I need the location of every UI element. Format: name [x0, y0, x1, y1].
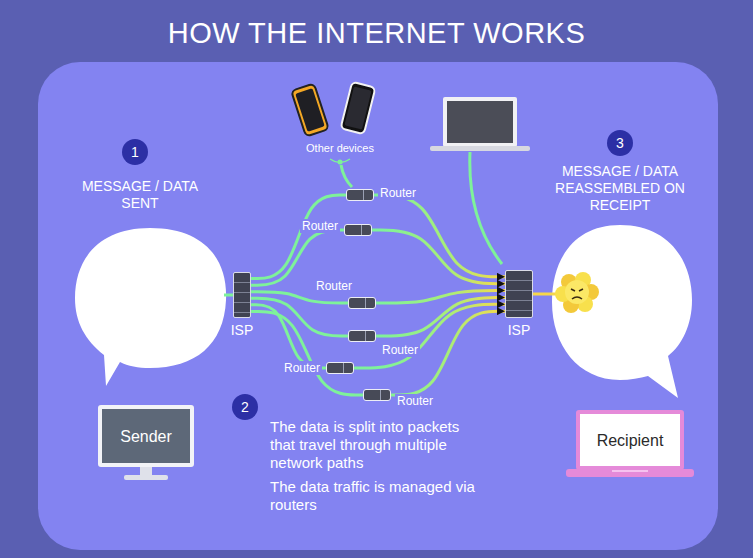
callout-number: 1	[131, 144, 139, 160]
callout-number: 2	[232, 394, 258, 420]
laptop-base	[566, 469, 694, 477]
device-line	[341, 165, 352, 187]
data-blob	[555, 272, 599, 313]
inner-panel	[38, 62, 718, 550]
isp-label: ISP	[231, 322, 254, 338]
isp-label: ISP	[508, 322, 531, 338]
router-icon: Router	[346, 189, 374, 201]
network-path	[374, 195, 505, 277]
router-label: Router	[282, 361, 322, 375]
network-path	[251, 311, 363, 395]
label-box: MESSAGE / DATA REASSEMBLED ON RECEIPT	[552, 163, 688, 214]
callout-number: 1	[122, 139, 148, 165]
network-path	[251, 195, 346, 279]
callout-number: 2	[241, 399, 249, 415]
network-path	[251, 305, 326, 368]
router-label: Router	[314, 279, 354, 293]
router-icon: Router	[326, 362, 354, 374]
router-icon: Router	[348, 297, 376, 309]
isp-server: ISP	[233, 272, 251, 318]
device-label: Other devices	[290, 142, 390, 155]
sender-monitor: Sender	[98, 405, 194, 467]
router-icon: Router	[344, 224, 372, 236]
diagram-title: HOW THE INTERNET WORKS	[0, 16, 753, 50]
label-box: MESSAGE / DATA SENT	[72, 178, 208, 212]
router-icon: Router	[348, 330, 376, 342]
phone-icon	[341, 82, 376, 134]
callout-number: 3	[607, 130, 633, 156]
device-arc	[330, 159, 350, 163]
label-box: Other devices	[290, 142, 390, 155]
router-label: Router	[395, 394, 435, 408]
device-line	[470, 152, 502, 264]
router-label: Router	[300, 219, 340, 233]
device-label: Sender	[120, 427, 172, 446]
network-path	[251, 230, 344, 285]
step-heading: MESSAGE / DATA REASSEMBLED ON RECEIPT	[552, 163, 688, 214]
monitor-stand	[124, 475, 168, 480]
step-heading: MESSAGE / DATA SENT	[72, 178, 208, 212]
laptop-icon	[430, 97, 530, 151]
network-path	[372, 230, 505, 284]
link-line	[532, 293, 558, 296]
speech-bubble	[552, 225, 692, 398]
isp-server: ISP	[505, 270, 533, 318]
monitor-stand	[140, 466, 152, 476]
step-note: The data traffic is managed via routers	[270, 478, 475, 514]
speech-bubble	[75, 228, 226, 386]
label-box: The data traffic is managed via routers	[270, 478, 475, 514]
step-note: The data is split into packets that trav…	[270, 418, 475, 472]
title-bar: HOW THE INTERNET WORKS	[0, 16, 753, 50]
phone-icon	[291, 83, 329, 136]
router-label: Router	[378, 186, 418, 200]
network-path	[251, 298, 348, 336]
router-label: Router	[380, 343, 420, 357]
label-box: The data is split into packets that trav…	[270, 418, 475, 472]
recipient-laptop: Recipient	[576, 410, 684, 470]
device-label: Recipient	[597, 431, 664, 450]
router-icon: Router	[363, 389, 391, 401]
callout-number: 3	[616, 135, 624, 151]
